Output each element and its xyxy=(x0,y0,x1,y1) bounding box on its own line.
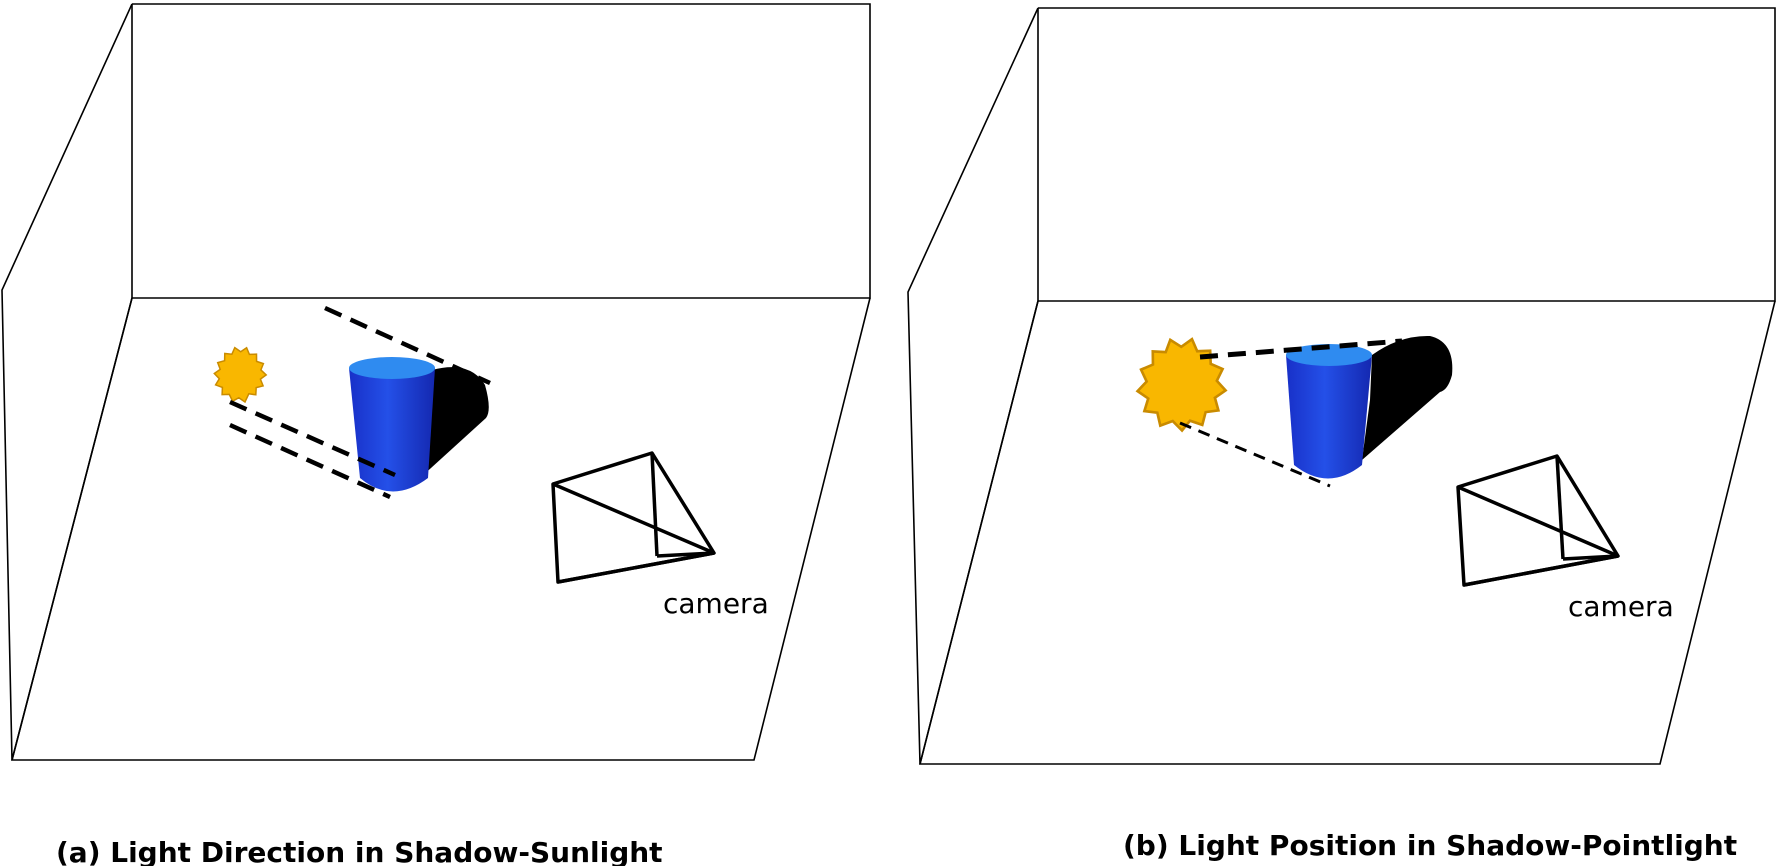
caption-a: (a) Light Direction in Shadow-Sunlight xyxy=(56,836,663,866)
camera-label-b: camera xyxy=(1568,590,1674,623)
cylinder-b xyxy=(1286,344,1372,479)
sun-icon xyxy=(1135,337,1228,433)
room-wireframe-b xyxy=(907,7,1776,765)
camera-frustum-icon xyxy=(1456,454,1620,587)
cylinder-shadow-b xyxy=(1362,335,1453,460)
cylinder-shadow-a xyxy=(420,367,489,478)
caption-b: (b) Light Position in Shadow-Pointlight xyxy=(1123,829,1737,862)
light-rays-a xyxy=(229,305,491,500)
light-rays-b xyxy=(1179,338,1403,488)
panel-a: camera (a) Light Direction in Shadow-Sun… xyxy=(1,3,871,866)
panel-b: camera (b) Light Position in Shadow-Poin… xyxy=(907,7,1776,862)
sun-icon xyxy=(213,346,268,404)
camera-label-a: camera xyxy=(663,587,769,620)
room-wireframe-a xyxy=(1,3,871,761)
cylinder-a xyxy=(349,357,435,492)
camera-frustum-icon xyxy=(551,451,716,584)
